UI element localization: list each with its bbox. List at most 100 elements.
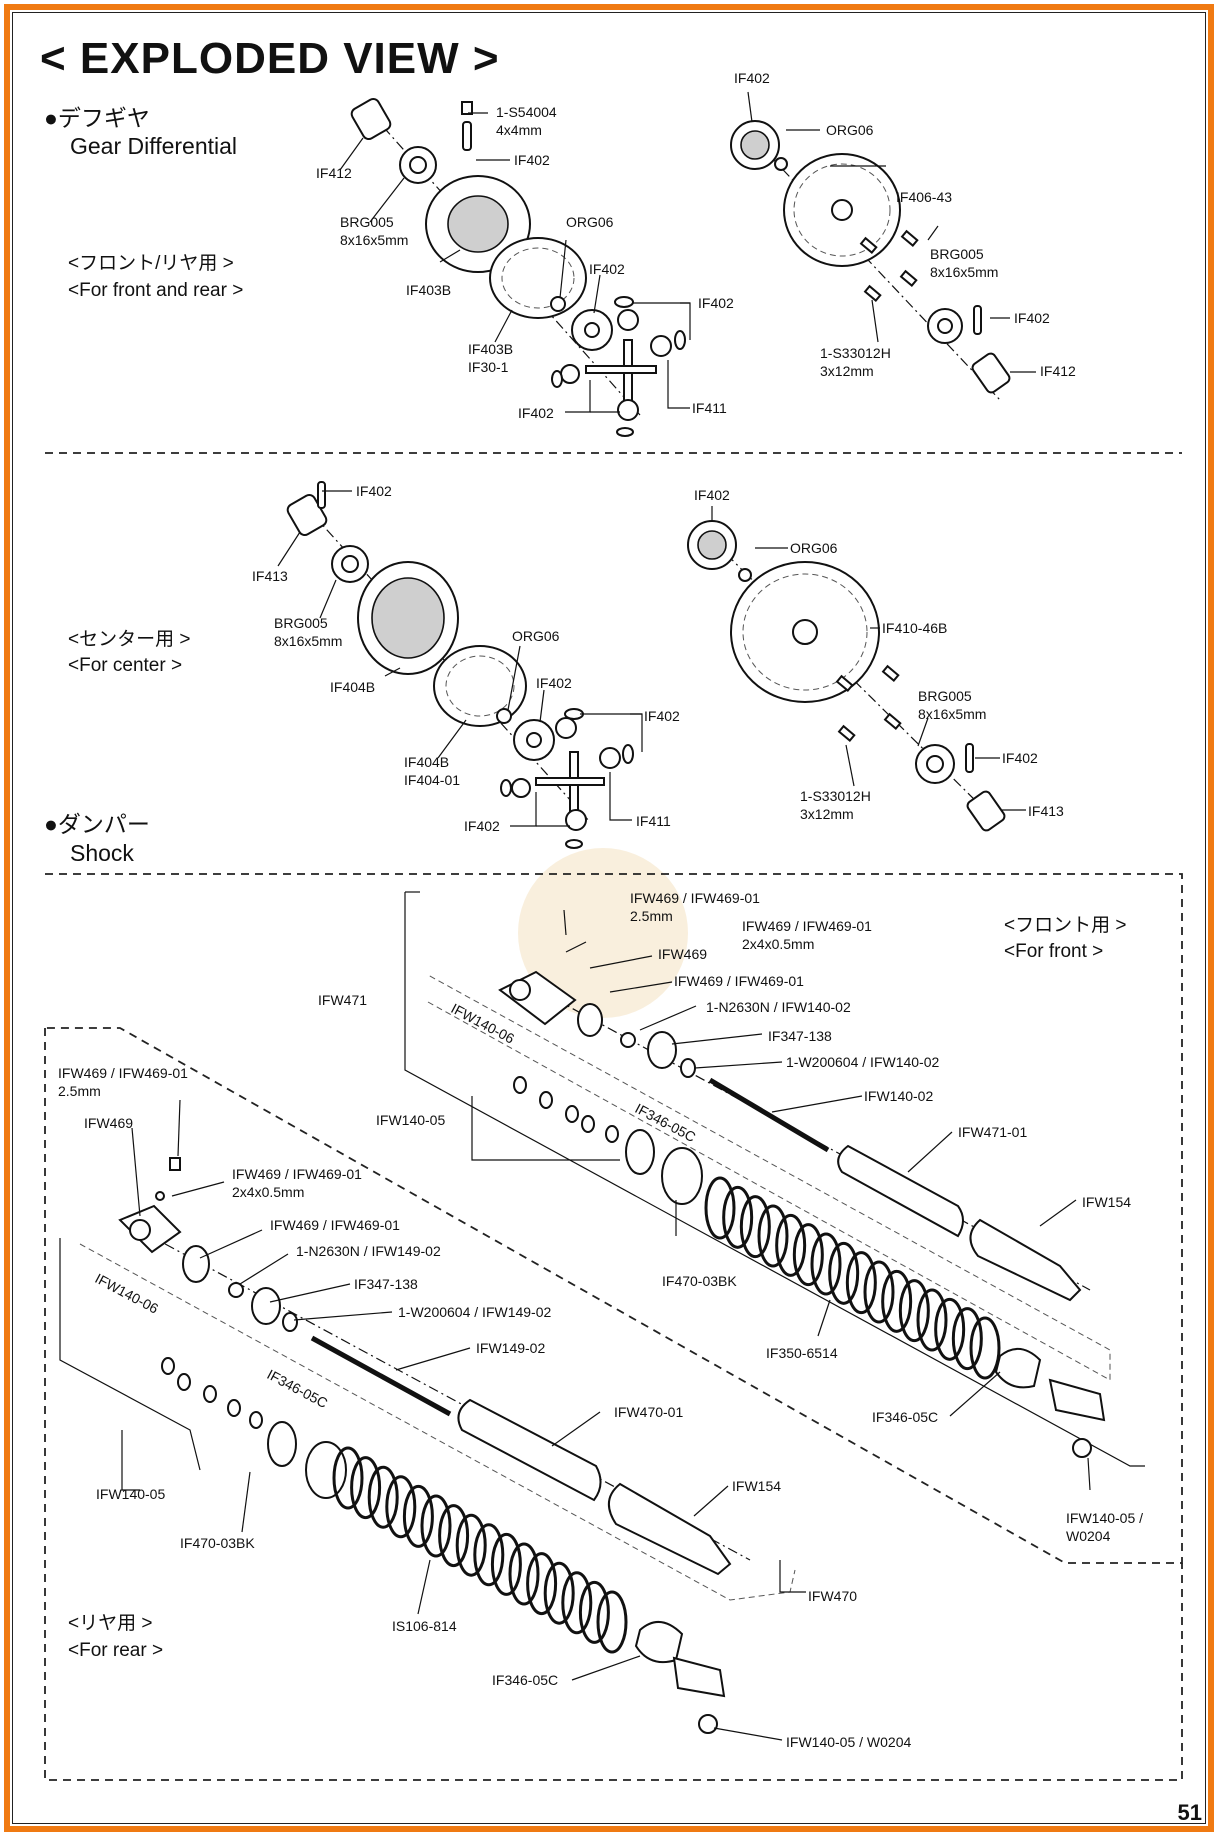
part-label: IFW140-05 / xyxy=(1066,1510,1144,1526)
front-shock-assembly xyxy=(404,891,1145,1491)
rear-shock-assembly xyxy=(59,1099,806,1741)
gear-diff-right-assembly xyxy=(730,91,1036,401)
part-label: IF402 xyxy=(536,675,572,691)
part-label: BRG005 xyxy=(918,688,972,704)
rear-sub-en: <For rear > xyxy=(68,1640,164,1661)
part-label: IF470-03BK xyxy=(180,1535,255,1551)
spring-coil xyxy=(490,1532,522,1596)
spring-coil xyxy=(898,1279,930,1343)
part-label: IF402 xyxy=(644,708,680,724)
part-label: IF470-03BK xyxy=(662,1273,737,1289)
part-label: IF402 xyxy=(1014,310,1050,326)
part-label: IF402 xyxy=(694,487,730,503)
part-label: IF30-1 xyxy=(468,359,509,375)
part-label: 1-S33012H xyxy=(800,788,871,804)
part-label: IF411 xyxy=(692,400,727,416)
rear-sub-ja: <リヤ用 > xyxy=(68,1613,153,1634)
spring-coil xyxy=(722,1185,754,1249)
part-label: 1-S33012H xyxy=(820,345,891,361)
spring-coil xyxy=(385,1475,417,1539)
part-label: IFW140-02 xyxy=(864,1088,934,1104)
part-label: BRG005 xyxy=(340,214,394,230)
part-label: IF402 xyxy=(1002,750,1038,766)
part-label: IFW470 xyxy=(808,1588,858,1604)
part-label: IFW154 xyxy=(732,1478,782,1494)
part-label: IFW140-05 / W0204 xyxy=(786,1734,912,1750)
front-sub-en: <For front > xyxy=(1004,941,1104,962)
part-label: IF350-6514 xyxy=(766,1345,838,1361)
spring-coil xyxy=(455,1513,487,1577)
gear-diff-sub-ja: <フロント/リヤ用 > xyxy=(68,253,234,274)
gear-diff-left-assembly xyxy=(339,97,691,437)
center-diff-left-assembly xyxy=(277,481,643,849)
spring-coil xyxy=(578,1580,610,1644)
part-label: BRG005 xyxy=(274,615,328,631)
part-label: 1-W200604 / IFW140-02 xyxy=(786,1054,940,1070)
part-label: IF346-05C xyxy=(872,1409,939,1425)
part-label: IFW469 / IFW469-01 xyxy=(58,1065,188,1081)
part-label: IF402 xyxy=(698,295,734,311)
part-size-label: 2x4x0.5mm xyxy=(742,936,815,952)
part-label: 1-S54004 xyxy=(496,104,557,120)
part-label: IFW149-02 xyxy=(476,1340,546,1356)
shock-title-ja: ●ダンパー xyxy=(44,811,150,837)
spring-coil xyxy=(508,1542,540,1606)
spring-coil xyxy=(420,1494,452,1558)
spring-coil xyxy=(757,1204,789,1268)
part-label: IFW470-01 xyxy=(614,1404,684,1420)
part-label: IF402 xyxy=(464,818,500,834)
part-label: IF404-01 xyxy=(404,772,461,788)
part-label: IF403B xyxy=(406,282,452,298)
part-label: IFW469 xyxy=(658,946,708,962)
part-label: IFW469 / IFW469-01 xyxy=(674,973,804,989)
page-number: 51 xyxy=(1177,1800,1202,1825)
spring-coil xyxy=(828,1241,860,1305)
part-label: IF412 xyxy=(1040,363,1076,379)
part-size-label: 4x4mm xyxy=(496,122,542,138)
part-label: IFW154 xyxy=(1082,1194,1132,1210)
part-label: IFW140-05 xyxy=(376,1112,446,1128)
gear-diff-title-en: Gear Differential xyxy=(70,133,238,159)
spring-coil xyxy=(332,1446,364,1510)
spring-coil xyxy=(704,1176,736,1240)
part-label: ORG06 xyxy=(566,214,614,230)
part-size-label: 3x12mm xyxy=(820,363,874,379)
gear-diff-title-ja: ●デフギヤ xyxy=(44,105,150,131)
spring-coil xyxy=(863,1260,895,1324)
spring-coil xyxy=(526,1552,558,1616)
part-label: IF404B xyxy=(404,754,450,770)
part-label: IFW469 / IFW469-01 xyxy=(270,1217,400,1233)
part-label: IFW469 xyxy=(84,1115,134,1131)
part-label: IF410-46B xyxy=(882,620,948,636)
spring-coil xyxy=(951,1307,983,1371)
part-label: IF413 xyxy=(1028,803,1064,819)
part-size-label: 8x16x5mm xyxy=(918,706,987,722)
part-size-label: 3x12mm xyxy=(800,806,854,822)
part-label: IFW140-05 xyxy=(96,1486,166,1502)
front-shock-frame xyxy=(45,873,1183,1564)
part-label: IS106-814 xyxy=(392,1618,457,1634)
part-label: ORG06 xyxy=(790,540,838,556)
rear-shock-frame xyxy=(44,1028,1183,1781)
center-sub-ja: <センター用 > xyxy=(68,629,191,650)
spring-coil xyxy=(934,1297,966,1361)
part-label: IFW471 xyxy=(318,992,368,1008)
spring-coil xyxy=(775,1213,807,1277)
part-label: IF403B xyxy=(468,341,514,357)
center-diff-right-assembly xyxy=(687,506,1026,832)
part-size-label: 2.5mm xyxy=(630,908,673,924)
spring-coil xyxy=(561,1571,593,1635)
part-size-label: 2.5mm xyxy=(58,1083,101,1099)
spring-coil xyxy=(473,1523,505,1587)
part-label: BRG005 xyxy=(930,246,984,262)
spring-coil xyxy=(881,1269,913,1333)
part-size-label: 8x16x5mm xyxy=(274,633,343,649)
spring-coil xyxy=(810,1232,842,1296)
spring-coil xyxy=(438,1504,470,1568)
part-label: 1-N2630N / IFW140-02 xyxy=(706,999,851,1015)
center-sub-en: <For center > xyxy=(68,655,183,676)
spring-coil xyxy=(350,1456,382,1520)
spring-coil xyxy=(739,1195,771,1259)
part-size-label: 8x16x5mm xyxy=(340,232,409,248)
